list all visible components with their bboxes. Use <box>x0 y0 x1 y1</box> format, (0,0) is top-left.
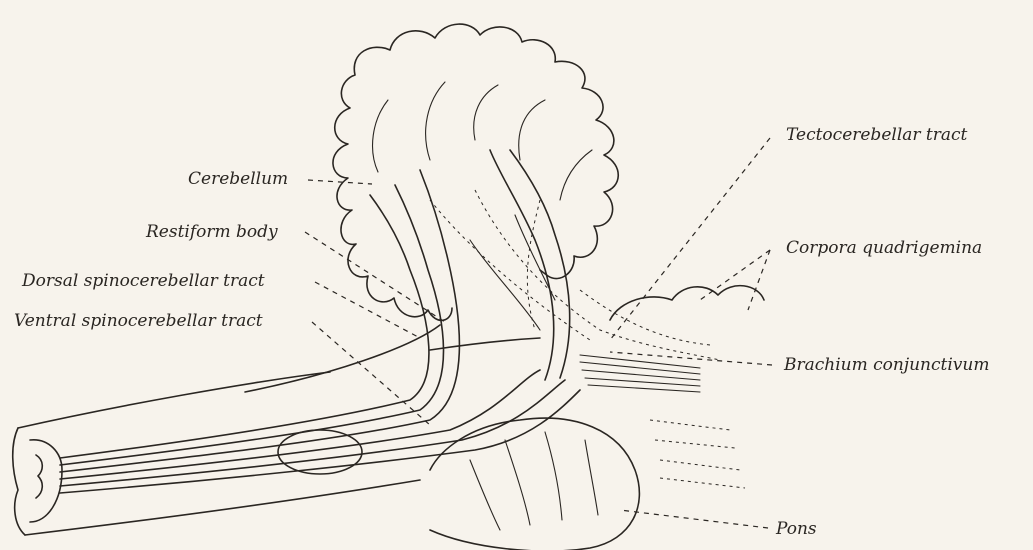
leader-tectocerebellar <box>610 138 770 340</box>
tectocerebellar-fibers <box>430 190 720 360</box>
leader-corpora-2 <box>748 250 770 310</box>
leader-pons <box>620 510 768 528</box>
label-corpora-quadrigemina: Corpora quadrigemina <box>786 238 982 258</box>
corpora-quadrigemina-outline <box>610 286 764 320</box>
cerebellum-outline <box>333 24 618 320</box>
brainstem-upper-border-2 <box>430 338 540 350</box>
label-ventral-spinocerebellar-tract: Ventral spinocerebellar tract <box>14 311 263 331</box>
brainstem-upper-border <box>18 372 330 428</box>
label-restiform-body: Restiform body <box>145 222 278 242</box>
restiform-fibers <box>470 150 570 380</box>
label-brachium-conjunctivum: Brachium conjunctivum <box>783 355 989 375</box>
spinocerebellar-fibers <box>60 170 580 493</box>
peduncle-fibers <box>650 420 745 488</box>
olive-oval <box>278 430 362 474</box>
label-dorsal-spinocerebellar-tract: Dorsal spinocerebellar tract <box>21 271 265 291</box>
pons-outline <box>430 418 639 550</box>
leader-brachium <box>610 352 772 365</box>
label-pons: Pons <box>775 519 817 539</box>
leader-restiform <box>305 232 445 322</box>
cerebellum-folia <box>373 82 592 200</box>
label-cerebellum: Cerebellum <box>188 169 288 189</box>
spinal-cord-section <box>13 428 62 535</box>
brainstem-lower-border <box>25 480 420 535</box>
leader-cerebellum <box>308 180 372 184</box>
brachium-hatching <box>580 355 700 392</box>
label-tectocerebellar-tract: Tectocerebellar tract <box>786 125 968 145</box>
